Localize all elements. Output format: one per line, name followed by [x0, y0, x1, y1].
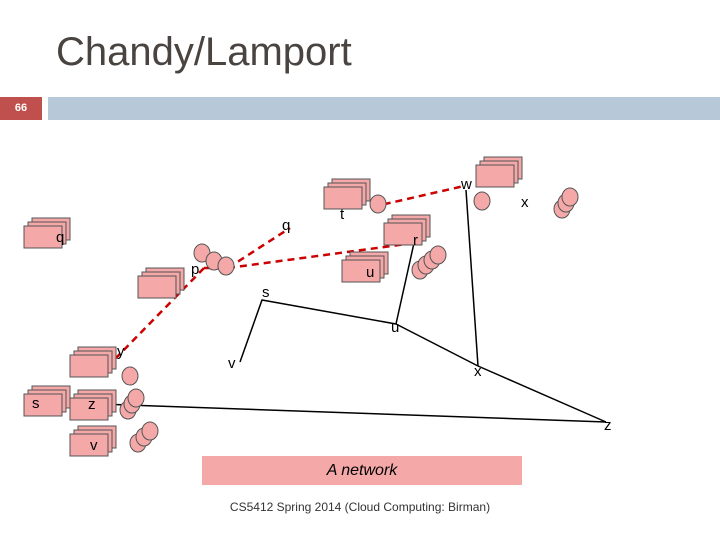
label-y: y	[117, 343, 125, 360]
marker-t-w	[371, 184, 465, 209]
edge-r-u	[395, 242, 415, 325]
label-w: w	[460, 176, 472, 193]
label-v-process: v	[90, 437, 98, 454]
label-t: t	[340, 206, 345, 223]
marker-p-y	[115, 267, 205, 359]
edge-x-w	[465, 189, 479, 367]
label-x-process: x	[521, 194, 529, 211]
edge-v-s-u	[239, 299, 397, 363]
slide-number: 66	[14, 102, 28, 114]
label-r: r	[413, 232, 418, 249]
label-p: p	[191, 261, 199, 278]
label-z-node: z	[604, 417, 612, 434]
label-q-top: q	[282, 217, 290, 234]
edge-u-x	[395, 323, 479, 367]
marker-p-r	[227, 241, 415, 270]
label-x-node: x	[474, 363, 482, 380]
network-edges	[99, 189, 607, 423]
label-s-left: s	[32, 395, 40, 412]
header-bar	[48, 97, 720, 120]
slide-footer: CS5412 Spring 2014 (Cloud Computing: Bir…	[229, 500, 491, 514]
caption-text: A network	[326, 462, 398, 479]
label-s-top: s	[262, 284, 270, 301]
label-z-process: z	[88, 396, 96, 413]
slide-number-badge: 66	[0, 97, 42, 120]
label-u-node: u	[391, 319, 399, 336]
edge-z-v-left	[99, 403, 607, 423]
slide-title: Chandy/Lamport	[56, 30, 352, 74]
label-u-process: u	[366, 264, 374, 281]
label-v-node: v	[228, 355, 236, 372]
caption-box: A network	[202, 456, 522, 485]
label-q-left: q	[56, 229, 64, 246]
edge-x-z	[477, 365, 607, 423]
process-stacks	[23, 156, 523, 457]
